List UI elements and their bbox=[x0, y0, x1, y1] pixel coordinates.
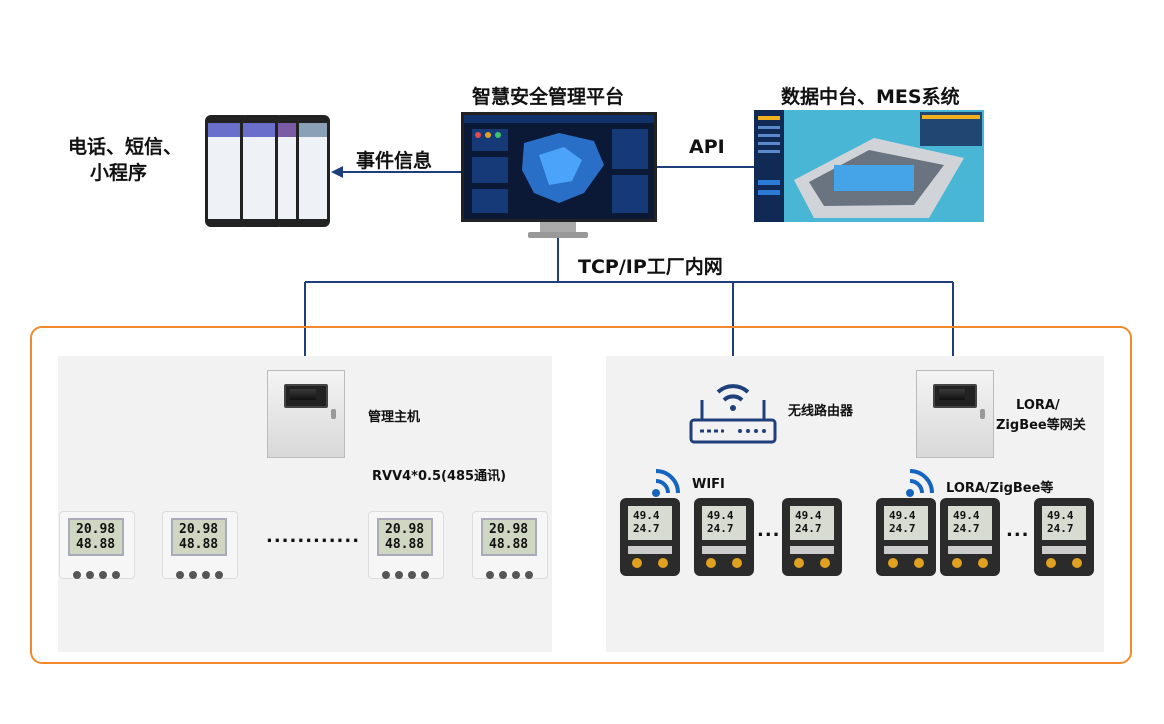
ellipsis: ... bbox=[1006, 520, 1030, 541]
logger-reading-1: 49.4 bbox=[707, 509, 734, 522]
platform-label: 智慧安全管理平台 bbox=[472, 86, 625, 108]
logger-reading-2: 24.7 bbox=[1047, 522, 1074, 535]
monitor-base bbox=[528, 232, 588, 238]
phone-image bbox=[296, 115, 330, 227]
management-host-cabinet bbox=[267, 370, 345, 458]
wireless-panel bbox=[606, 356, 1104, 652]
gateway-cabinet bbox=[916, 370, 994, 458]
host-label: 管理主机 bbox=[368, 410, 421, 425]
router-icon bbox=[689, 384, 777, 444]
dashboard-map-image bbox=[464, 115, 654, 213]
monitor-stand bbox=[540, 222, 576, 234]
thermo-reading-hum: 48.88 bbox=[489, 537, 529, 552]
api-label: API bbox=[689, 136, 725, 158]
wireless-signal-icon bbox=[906, 469, 934, 497]
thermo-reading-temp: 20.98 bbox=[179, 522, 219, 537]
thermo-reading-temp: 20.98 bbox=[385, 522, 425, 537]
logger-reading-1: 49.4 bbox=[795, 509, 822, 522]
logger-reading-1: 49.4 bbox=[633, 509, 660, 522]
ellipsis: ... bbox=[757, 520, 781, 541]
thermo-reading-hum: 48.88 bbox=[76, 537, 116, 552]
mobile-label-line1: 电话、短信、 bbox=[68, 136, 183, 158]
network-label: TCP/IP工厂内网 bbox=[578, 256, 723, 278]
logger-reading-1: 49.4 bbox=[889, 509, 916, 522]
router-label: 无线路由器 bbox=[788, 404, 854, 419]
logger-reading-2: 24.7 bbox=[953, 522, 980, 535]
ellipsis: ............ bbox=[266, 526, 361, 547]
thermo-reading-temp: 20.98 bbox=[76, 522, 116, 537]
platform-monitor bbox=[461, 112, 657, 222]
logger-reading-2: 24.7 bbox=[707, 522, 734, 535]
gateway-label-line1: LORA/ bbox=[1016, 398, 1060, 413]
gateway-label-line2: ZigBee等网关 bbox=[996, 418, 1086, 433]
thermo-reading-hum: 48.88 bbox=[385, 537, 425, 552]
mes-label: 数据中台、MES系统 bbox=[781, 86, 960, 108]
wifi-label: WIFI bbox=[692, 477, 725, 492]
thermo-reading-hum: 48.88 bbox=[179, 537, 219, 552]
logger-reading-2: 24.7 bbox=[795, 522, 822, 535]
mes-dashboard-image bbox=[754, 110, 984, 222]
logger-reading-2: 24.7 bbox=[633, 522, 660, 535]
logger-reading-1: 49.4 bbox=[953, 509, 980, 522]
event-label: 事件信息 bbox=[356, 150, 433, 172]
mobile-label-line2: 小程序 bbox=[90, 162, 148, 184]
bus-label: RVV4*0.5(485通讯) bbox=[372, 469, 507, 484]
logger-reading-1: 49.4 bbox=[1047, 509, 1074, 522]
wireless-signal-icon bbox=[652, 469, 680, 497]
thermo-reading-temp: 20.98 bbox=[489, 522, 529, 537]
lora-label: LORA/ZigBee等 bbox=[946, 481, 1054, 496]
field-devices-frame bbox=[30, 326, 1132, 664]
logger-reading-2: 24.7 bbox=[889, 522, 916, 535]
